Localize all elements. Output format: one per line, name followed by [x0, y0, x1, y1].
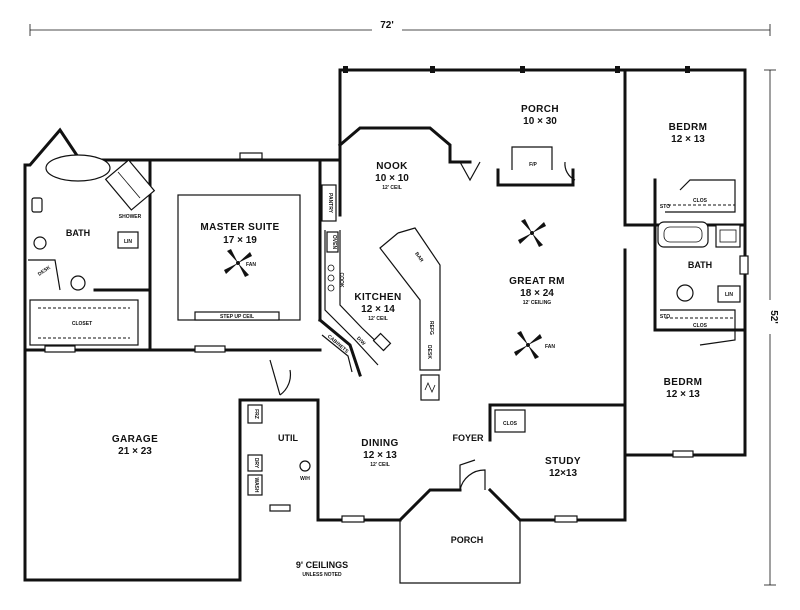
bedroom-top-name: BEDRM — [669, 122, 708, 133]
bar-label: BAR — [413, 251, 424, 264]
great-room-name: GREAT RM — [509, 276, 565, 287]
cabinets: CABINETS — [321, 334, 353, 373]
utility-name: UTIL — [278, 433, 298, 443]
shower-label: SHOWER — [119, 214, 142, 220]
step-up-ceiling-outline — [177, 194, 301, 321]
dryer-label: DRY — [253, 458, 259, 469]
pantry: PANTRY — [321, 184, 337, 222]
bedroom-bottom-name: BEDRM — [664, 377, 703, 388]
study-size: 12×13 — [549, 468, 578, 479]
study-name: STUDY — [545, 456, 581, 467]
ceiling-note-line1: 9' CEILINGS — [296, 560, 348, 570]
dishwasher-label: D/W — [355, 336, 366, 347]
foyer-closet-label: CLOS — [503, 421, 518, 427]
cabinets-label: CABINETS — [326, 334, 350, 355]
master-linen-label: LIN — [124, 239, 132, 245]
window-marks — [44, 66, 749, 523]
hall-linen-label: LIN — [725, 292, 733, 298]
great-room-ceiling: 12' CEILING — [523, 300, 552, 306]
master-closet: CLOSET — [29, 299, 139, 346]
kitchen-counter: OVEN COOK D/W — [324, 230, 392, 366]
ceiling-fan-great-room-upper — [518, 219, 546, 247]
nook-ceiling: 12' CEIL — [382, 185, 402, 191]
closet-bottom-label: CLOS — [693, 323, 708, 329]
overall-width-label: 72' — [380, 20, 394, 31]
ceiling-fan-great-room-lower: FAN — [514, 331, 555, 359]
master-suite-name: MASTER SUITE — [200, 222, 279, 233]
door-swings — [269, 161, 576, 491]
refrigerator-label: REFG — [428, 321, 434, 335]
storage-bottom-label: STO — [660, 314, 670, 320]
utility-appliances: FRZ DRY WASH W/H — [247, 404, 311, 496]
master-ceiling-note: STEP UP CEIL — [220, 314, 254, 320]
dining-name: DINING — [361, 438, 398, 449]
water-heater-label: W/H — [300, 476, 310, 482]
hall-bath-name: BATH — [688, 260, 712, 270]
nook-name: NOOK — [376, 161, 408, 172]
overall-depth-label: 52' — [768, 310, 779, 324]
ceiling-fan-master: FAN — [224, 249, 256, 277]
fireplace: F/P — [496, 146, 575, 187]
freezer-label: FRZ — [253, 409, 259, 419]
hall-closets: CLOS STO CLOS STO — [660, 179, 736, 346]
garage-size: 21 × 23 — [118, 446, 152, 457]
kitchen-size: 12 × 14 — [361, 304, 395, 315]
front-porch — [399, 520, 521, 584]
overall-width-dimension: 72' — [29, 17, 771, 36]
desk-label: DESK — [426, 345, 432, 359]
foyer-closet: CLOS — [494, 409, 526, 433]
kitchen-name: KITCHEN — [354, 292, 401, 303]
rear-porch-name: PORCH — [521, 104, 559, 115]
bedroom-bottom-size: 12 × 13 — [666, 389, 700, 400]
master-closet-name: CLOSET — [72, 321, 92, 327]
great-room-size: 18 × 24 — [520, 288, 554, 299]
dining-size: 12 × 13 — [363, 450, 397, 461]
closet-top-label: CLOS — [693, 198, 708, 204]
overall-depth-dimension: 52' — [764, 69, 779, 586]
pantry-label: PANTRY — [327, 193, 333, 214]
cook-label: COOK — [338, 273, 344, 288]
storage-top-label: STO — [660, 204, 670, 210]
fan-label-master: FAN — [246, 262, 256, 268]
garage-name: GARAGE — [112, 434, 158, 445]
nook-size: 10 × 10 — [375, 173, 409, 184]
exterior-walls — [23, 68, 747, 582]
fan-label-great-room: FAN — [545, 344, 555, 350]
master-desk-label: DESK — [37, 265, 52, 278]
washer-label: WASH — [253, 478, 259, 493]
master-bath-name: BATH — [66, 228, 90, 238]
bedroom-top-size: 12 × 13 — [671, 134, 705, 145]
oven-label: OVEN — [331, 235, 337, 250]
master-bath-fixtures: SHOWER LIN DESK — [28, 154, 156, 291]
kitchen-bar: BAR REFG DESK — [379, 227, 441, 401]
hall-bath: BATH LIN — [657, 221, 741, 303]
rear-porch-size: 10 × 30 — [523, 116, 557, 127]
master-suite-size: 17 × 19 — [223, 235, 257, 246]
front-porch-name: PORCH — [451, 535, 484, 545]
ceiling-note-line2: UNLESS NOTED — [302, 572, 342, 578]
kitchen-ceiling: 12' CEIL — [368, 316, 388, 322]
dining-ceiling: 12' CEIL — [370, 462, 390, 468]
foyer-name: FOYER — [452, 433, 484, 443]
fireplace-label: F/P — [529, 162, 537, 168]
